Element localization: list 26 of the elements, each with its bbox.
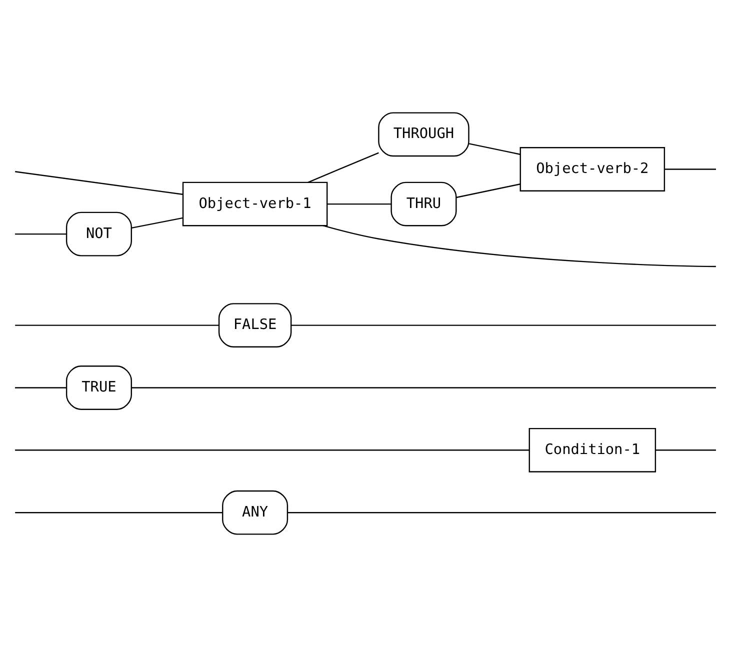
node-box: THRU (390, 181, 456, 226)
connector (664, 168, 716, 170)
node-box: TRUE (65, 365, 132, 410)
connector (468, 142, 520, 154)
connector (456, 183, 520, 198)
connector (307, 152, 378, 182)
connector (14, 324, 218, 326)
connector (131, 216, 182, 228)
connector (14, 232, 66, 234)
connector (326, 202, 390, 204)
node-box: Object-verb-1 (182, 181, 328, 226)
connector (14, 449, 529, 450)
connector (322, 224, 716, 267)
connector (290, 324, 716, 326)
connector (655, 449, 716, 450)
node-box: Condition-1 (528, 427, 656, 472)
node-box: Object-verb-2 (519, 146, 665, 191)
node-box: FALSE (218, 302, 292, 348)
connector (14, 170, 182, 194)
node-box: NOT (65, 211, 132, 256)
connector (14, 512, 222, 513)
node-box: THROUGH (378, 112, 469, 156)
connector (287, 512, 716, 513)
connector (131, 386, 716, 388)
node-box: ANY (222, 490, 288, 534)
connector (14, 386, 66, 388)
